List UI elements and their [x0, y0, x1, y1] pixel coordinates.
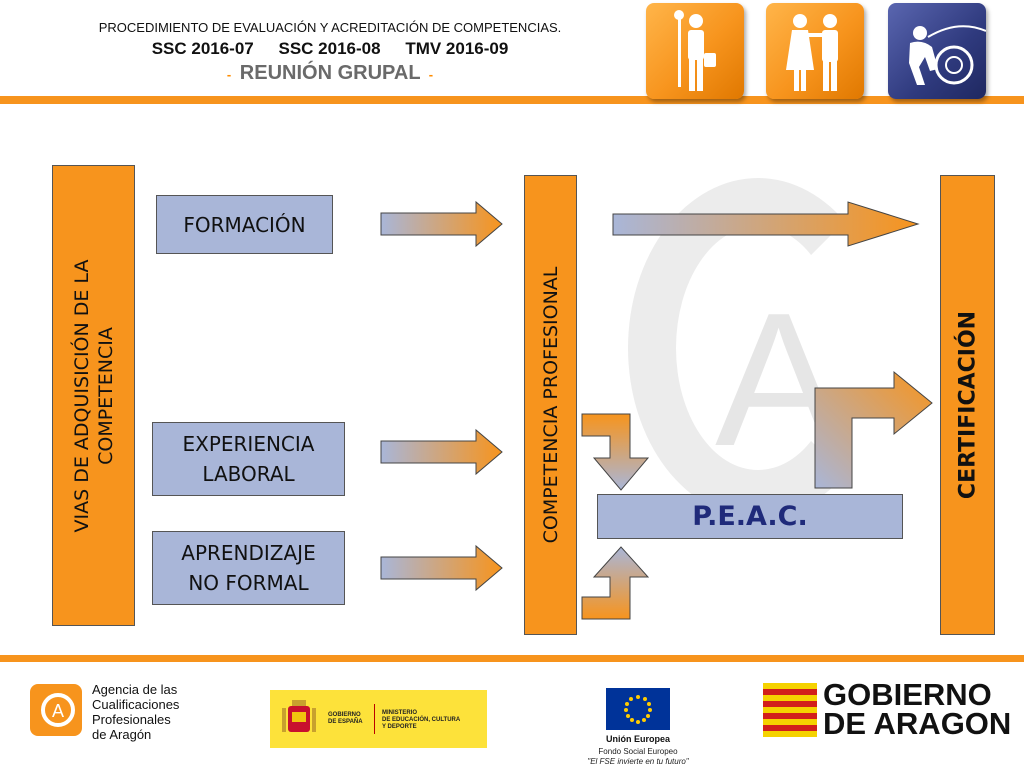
eu-motto: "El FSE invierte en tu futuro" [587, 757, 689, 766]
gobierno-espana-label: GOBIERNO DE ESPAÑA [328, 712, 363, 725]
professional-competence-label: COMPETENCIA PROFESIONAL [539, 266, 562, 544]
header-orange-band [0, 96, 1024, 104]
code-ssc-2016-08: SSC 2016-08 [278, 39, 381, 58]
arrow-formacion [380, 200, 503, 248]
arrow-aprendizaje [380, 544, 503, 592]
subtitle-dash-right: - [428, 67, 434, 82]
svg-text:A: A [52, 701, 64, 721]
arrow-peac-to-certificacion [814, 370, 933, 489]
worker-with-tools-icon [646, 3, 744, 99]
source-aprendizaje-label: APRENDIZAJE NO FORMAL [181, 541, 316, 595]
source-aprendizaje-box: APRENDIZAJE NO FORMAL [152, 531, 345, 605]
acpa-logo: A [30, 684, 82, 736]
aragon-line-1: GOBIERNO [823, 677, 992, 712]
eu-title: Unión Europea [605, 734, 670, 744]
header-procedure-title: PROCEDIMIENTO DE EVALUACIÓN Y ACREDITACI… [98, 20, 562, 35]
arrow-to-certificacion [612, 201, 920, 247]
header-codes: SSC 2016-07 SSC 2016-08 TMV 2016-09 [60, 39, 600, 59]
eu-fund: Fondo Social Europeo [598, 747, 678, 756]
footer-orange-band [0, 655, 1024, 662]
peac-box: P.E.A.C. [597, 494, 903, 539]
source-formacion-box: FORMACIÓN [156, 195, 333, 254]
spain-coat-of-arms-icon [282, 700, 316, 732]
acquisition-routes-bar: VIAS DE ADQUISICIÓN DE LA COMPETENCIA [52, 165, 135, 626]
acpa-line-4: de Aragón [92, 727, 152, 742]
acpa-line-3: Profesionales [92, 712, 171, 727]
arrow-elbow-down-to-peac [581, 413, 650, 491]
eu-flag-icon [606, 688, 670, 730]
subtitle-dash-left: - [226, 67, 232, 82]
code-tmv-2016-09: TMV 2016-09 [405, 39, 509, 58]
aragon-flag-icon [763, 683, 817, 737]
code-ssc-2016-07: SSC 2016-07 [151, 39, 254, 58]
ministerio-label: MINISTERIO DE EDUCACIÓN, CULTURA Y DEPOR… [382, 710, 461, 730]
acquisition-routes-label: VIAS DE ADQUISICIÓN DE LA COMPETENCIA [70, 259, 117, 532]
subtitle-text: REUNIÓN GRUPAL [239, 62, 421, 84]
care-assistants-icon [766, 3, 864, 99]
source-experiencia-label: EXPERIENCIA LABORAL [182, 432, 315, 486]
mechanic-wheel-icon [888, 3, 986, 99]
gobierno-aragon-logo: GOBIERNO DE ARAGON [823, 677, 1012, 741]
gobierno-espana-logo: GOBIERNO DE ESPAÑA MINISTERIO DE EDUCACI… [270, 690, 487, 748]
source-formacion-label: FORMACIÓN [183, 212, 306, 237]
acpa-line-1: Agencia de las [92, 682, 178, 697]
source-experiencia-box: EXPERIENCIA LABORAL [152, 422, 345, 496]
arrow-experiencia [380, 428, 503, 476]
gobierno-espana-separator [374, 704, 375, 734]
professional-competence-bar: COMPETENCIA PROFESIONAL [524, 175, 577, 635]
certification-label: CERTIFICACIÓN [955, 310, 980, 500]
acpa-line-2: Cualificaciones [92, 697, 180, 712]
header-subtitle: - REUNIÓN GRUPAL - [60, 62, 600, 85]
aragon-line-2: DE ARAGON [823, 706, 1012, 741]
acpa-name: Agencia de las Cualificaciones Profesion… [92, 682, 179, 742]
peac-label: P.E.A.C. [692, 501, 808, 532]
arrow-elbow-up-to-peac [581, 546, 650, 620]
certification-bar: CERTIFICACIÓN [940, 175, 995, 635]
